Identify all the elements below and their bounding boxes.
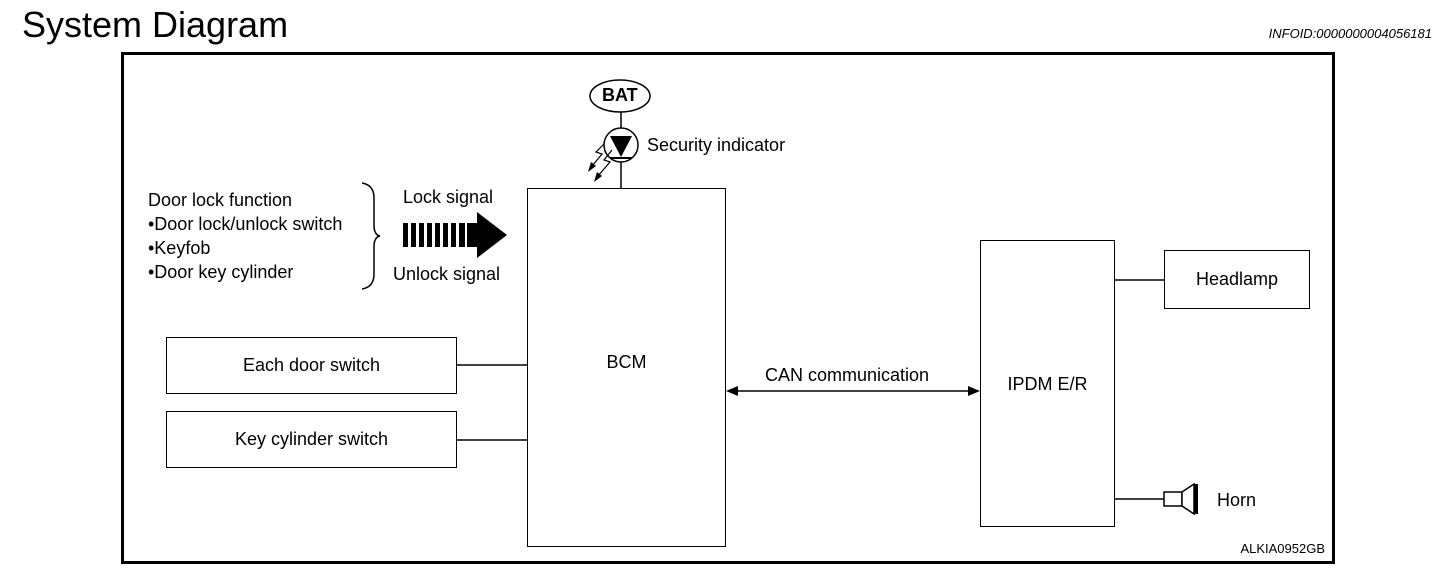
led-ray-1-head	[588, 162, 596, 172]
can-arrow-right	[968, 386, 980, 396]
ipdm-label: IPDM E/R	[1007, 374, 1088, 394]
security-indicator-label: Security indicator	[647, 135, 786, 155]
ipdm-box: IPDM E/R	[980, 240, 1115, 527]
led-triangle	[610, 136, 632, 157]
can-communication-label: CAN communication	[765, 365, 930, 385]
key-cylinder-switch-box: Key cylinder switch	[166, 411, 457, 468]
headlamp-box: Headlamp	[1164, 250, 1310, 309]
function-item: •Door key cylinder	[148, 262, 294, 282]
door-lock-function-list: Door lock function •Door lock/unlock swi…	[148, 188, 342, 284]
door-lock-function-title: Door lock function	[148, 190, 293, 210]
horn-icon	[1163, 482, 1198, 516]
function-brace	[361, 182, 381, 290]
each-door-switch-label: Each door switch	[242, 355, 381, 375]
figure-reference: ALKIA0952GB	[1240, 541, 1325, 556]
led-ray-2-head	[594, 172, 602, 182]
info-id: INFOID:0000000004056181	[1268, 26, 1432, 41]
key-cylinder-switch-label: Key cylinder switch	[234, 429, 389, 449]
headlamp-label: Headlamp	[1195, 269, 1279, 289]
each-door-switch-box: Each door switch	[166, 337, 457, 394]
lock-signal-label: Lock signal	[403, 187, 494, 207]
led-ray-2	[597, 149, 613, 177]
horn-label: Horn	[1217, 490, 1257, 510]
led-ray-1	[591, 143, 605, 167]
diagram-frame	[121, 52, 1335, 564]
function-item: •Keyfob	[148, 238, 211, 258]
function-item: •Door lock/unlock switch	[148, 214, 343, 234]
bcm-box: BCM	[527, 188, 726, 547]
bcm-label: BCM	[606, 352, 647, 372]
can-arrow-left	[726, 386, 738, 396]
page-title: System Diagram	[22, 4, 289, 45]
bat-oval	[589, 79, 651, 113]
bat-label: BAT	[602, 85, 638, 105]
lock-signal-arrow	[403, 212, 507, 258]
unlock-signal-label: Unlock signal	[393, 264, 501, 284]
